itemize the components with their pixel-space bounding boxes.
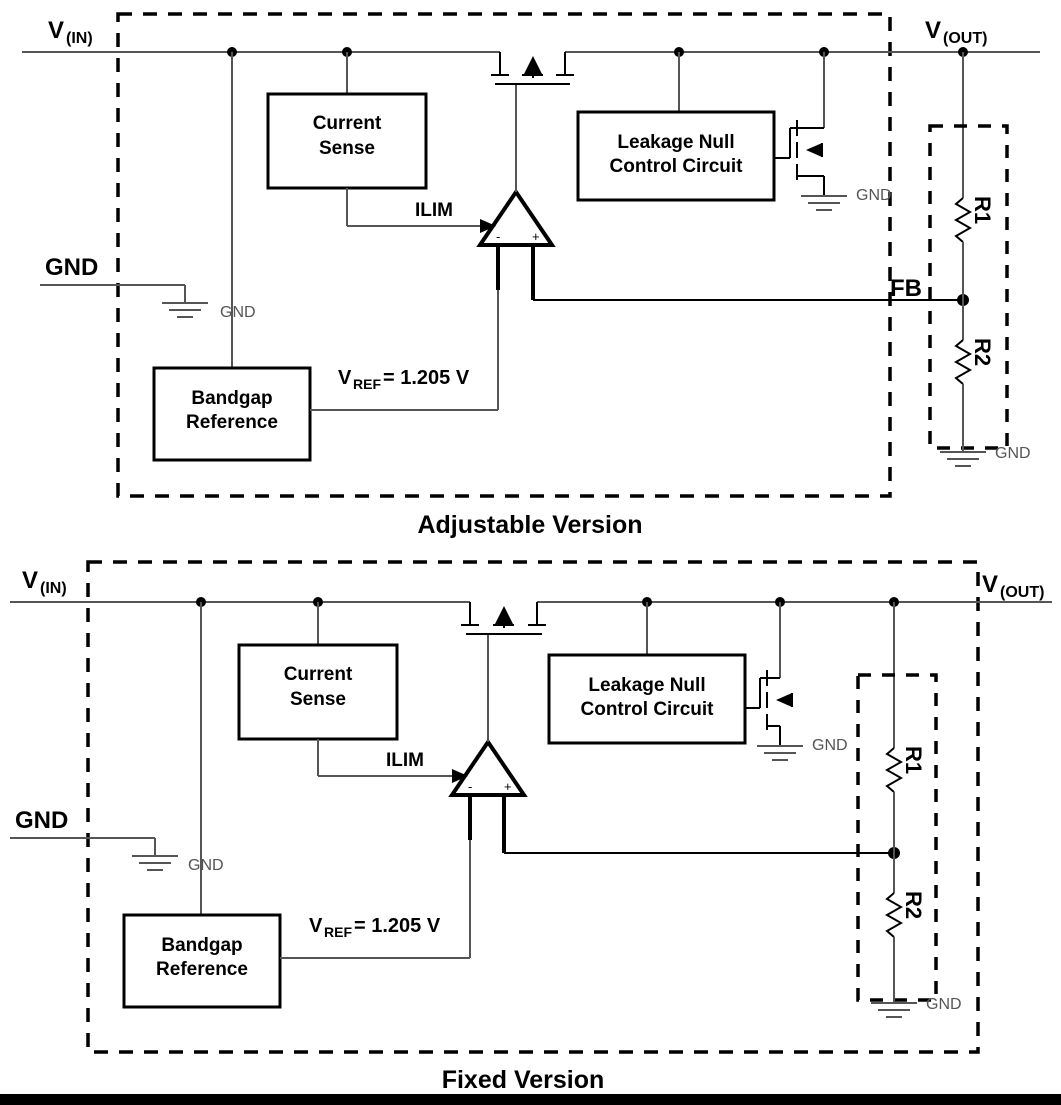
r1-label: R1 <box>970 196 995 224</box>
ground-symbol-divider <box>940 451 986 467</box>
vref-sublabel-fixed: REF <box>324 924 352 940</box>
r1-label-fixed: R1 <box>901 746 926 774</box>
ground-label-nmos: GND <box>856 187 892 204</box>
nmos-body-arrow <box>806 143 822 157</box>
bandgap-line1-fixed: Bandgap <box>161 935 242 956</box>
vref-value-fixed: = 1.205 V <box>354 915 441 937</box>
amp-plus-input-label: + <box>532 229 540 244</box>
ic-boundary-dashed-fixed <box>86 560 980 1054</box>
ground-label-nmos-fixed: GND <box>812 737 848 754</box>
amp-plus-input-label-fixed: + <box>504 779 512 794</box>
vin-sublabel: (IN) <box>66 30 93 47</box>
current-sense-block <box>266 92 428 190</box>
vin-label-fixed: V <box>22 567 38 594</box>
vref-label-fixed: V <box>309 915 323 937</box>
fixed-version-diagram: V (IN) V (OUT) GND GND Current Sense ILI… <box>10 560 1052 1094</box>
gnd-pin-label: GND <box>45 254 98 281</box>
ilim-label-fixed: ILIM <box>386 750 424 771</box>
adjustable-version-diagram: V (IN) V (OUT) GND GND Current Sense ILI… <box>22 12 1040 539</box>
vref-label: V <box>338 367 352 389</box>
ilim-label: ILIM <box>415 200 453 221</box>
vref-value: = 1.205 V <box>383 367 470 389</box>
vin-sublabel-fixed: (IN) <box>40 580 67 597</box>
ilim-arrowhead-fixed <box>452 769 468 783</box>
bandgap-line2-fixed: Reference <box>156 959 248 980</box>
amp-minus-input-label-fixed: - <box>468 779 472 794</box>
leakage-null-line1: Leakage Null <box>617 132 734 153</box>
internal-divider-boundary-fixed <box>856 673 938 1002</box>
ground-symbol-nmos <box>801 195 847 211</box>
leakage-null-line1-fixed: Leakage Null <box>588 675 705 696</box>
ground-label-pin-fixed: GND <box>188 857 224 874</box>
vout-sublabel: (OUT) <box>943 30 987 47</box>
current-sense-line2: Sense <box>319 138 375 159</box>
vin-label: V <box>48 17 64 44</box>
resistor-r1-fixed <box>884 747 904 793</box>
leakage-null-block-fixed <box>547 653 747 745</box>
current-sense-block-fixed <box>237 643 399 741</box>
bandgap-line1: Bandgap <box>191 388 272 409</box>
fixed-caption: Fixed Version <box>442 1066 605 1094</box>
resistor-r1 <box>953 197 973 243</box>
ilim-arrowhead <box>480 219 496 233</box>
nmos-body-arrow-fixed <box>776 693 792 707</box>
current-sense-line2-fixed: Sense <box>290 689 346 710</box>
leakage-null-nmos-transistor <box>774 120 825 196</box>
error-amplifier-fixed <box>448 738 528 797</box>
adjustable-caption: Adjustable Version <box>417 511 642 539</box>
ground-symbol-pin <box>162 302 208 318</box>
r2-label-fixed: R2 <box>901 891 926 919</box>
vout-label-fixed: V <box>982 571 998 598</box>
vout-sublabel-fixed: (OUT) <box>1000 584 1044 601</box>
resistor-r2-fixed <box>884 892 904 938</box>
resistor-r2 <box>953 339 973 385</box>
vref-sublabel: REF <box>353 376 381 392</box>
ground-symbol-nmos-fixed <box>757 745 803 761</box>
ground-label-divider-fixed: GND <box>926 996 962 1013</box>
ground-label-pin: GND <box>220 304 256 321</box>
vout-label: V <box>925 17 941 44</box>
current-sense-line1: Current <box>313 113 382 134</box>
external-divider-boundary <box>928 124 1009 450</box>
leakage-null-block <box>576 110 776 202</box>
r2-label: R2 <box>970 338 995 366</box>
ic-boundary-dashed <box>116 12 892 498</box>
leakage-null-nmos-transistor-fixed <box>745 670 793 746</box>
gnd-pin-label-fixed: GND <box>15 807 68 834</box>
bottom-black-bar <box>0 1094 1061 1105</box>
ground-label-divider: GND <box>995 445 1031 462</box>
pass-pmos-transistor <box>491 52 574 85</box>
amp-minus-input-label: - <box>496 229 500 244</box>
bandgap-reference-block <box>152 366 312 462</box>
leakage-null-line2: Control Circuit <box>610 156 744 177</box>
leakage-null-line2-fixed: Control Circuit <box>581 699 715 720</box>
ground-symbol-pin-fixed <box>132 855 178 871</box>
bandgap-reference-block-fixed <box>122 913 282 1009</box>
error-amplifier <box>476 188 556 247</box>
pass-pmos-transistor-fixed <box>461 602 546 635</box>
fb-label: FB <box>890 275 922 302</box>
bandgap-line2: Reference <box>186 412 278 433</box>
current-sense-line1-fixed: Current <box>284 664 353 685</box>
ground-symbol-divider-fixed <box>871 1002 917 1018</box>
